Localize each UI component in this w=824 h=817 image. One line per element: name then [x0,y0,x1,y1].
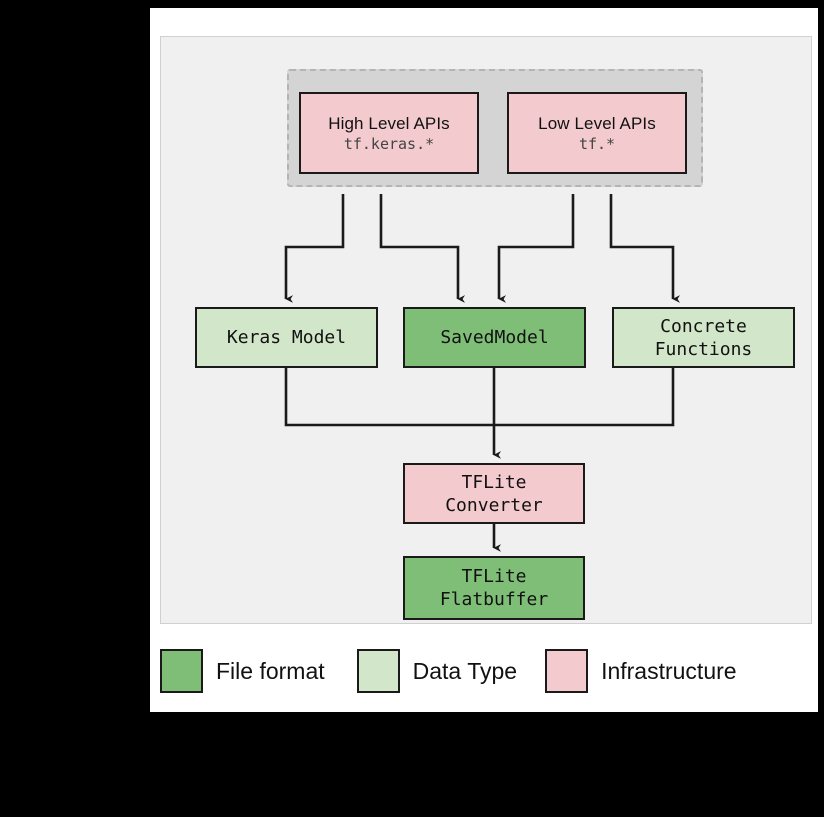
node-label: High Level APIs [328,113,450,133]
node-concrete-functions[interactable]: Concrete Functions [612,307,795,368]
diagram-canvas: High Level APIs tf.keras.* Low Level API… [150,8,818,712]
node-label: Low Level APIs [538,113,656,133]
node-label-line2: Flatbuffer [439,589,549,610]
node-saved-model[interactable]: SavedModel [403,307,586,368]
node-label-line1: TFLite [461,471,527,493]
legend-label-infrastructure: Infrastructure [601,657,737,684]
node-label: Keras Model [226,327,347,348]
node-low-level-apis[interactable]: Low Level APIs tf.* [507,92,687,174]
node-label-line1: TFLite [461,566,527,587]
diagram-panel: High Level APIs tf.keras.* Low Level API… [160,36,812,624]
legend-label-file-format: File format [216,657,325,684]
legend-swatch-file-format [160,649,203,693]
node-label: SavedModel [440,327,549,348]
legend-item-file-format: File format [160,649,325,693]
legend-item-data-type: Data Type [356,649,518,693]
legend-swatch-data-type [356,649,400,693]
node-sublabel: tf.* [578,134,616,153]
node-tflite-converter[interactable]: TFLite Converter [403,463,585,524]
node-label-line1: Concrete [660,315,747,337]
node-tflite-flatbuffer[interactable]: TFLite Flatbuffer [403,556,585,620]
node-label-line2: Functions [654,338,753,360]
node-keras-model[interactable]: Keras Model [195,307,378,368]
node-sublabel: tf.keras.* [343,134,435,153]
node-high-level-apis[interactable]: High Level APIs tf.keras.* [299,92,479,174]
legend-label-data-type: Data Type [412,657,518,684]
node-label-line2: Converter [445,494,543,516]
legend-swatch-infrastructure [545,649,589,693]
legend-item-infrastructure: Infrastructure [545,649,737,693]
legend: File format Data Type Infrastructure [160,638,812,704]
